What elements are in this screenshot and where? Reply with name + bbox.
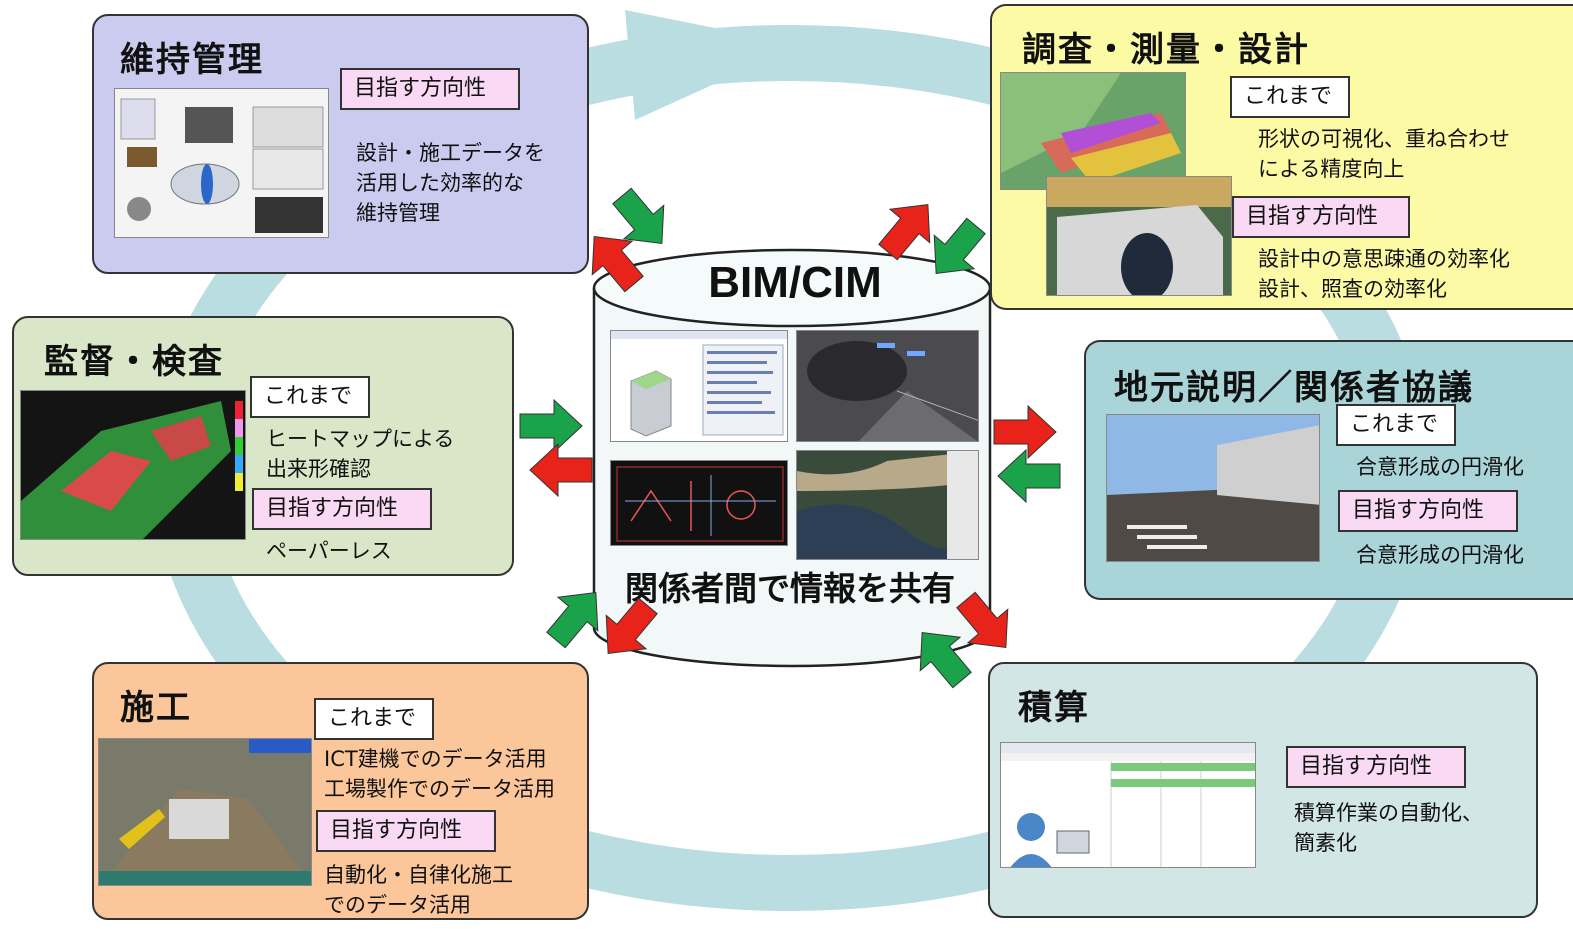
local-current-label: これまで	[1336, 404, 1456, 446]
arrow-in-inspection	[519, 399, 583, 453]
estimation-aim-label: 目指す方向性	[1286, 746, 1466, 788]
bim-caption: 関係者間で情報を共有	[625, 569, 955, 608]
estimation-aim-text: 積算作業の自動化、 簡素化	[1294, 801, 1483, 855]
inspection-current-text: ヒートマップによる 出来形確認	[266, 427, 455, 481]
software-window-image	[610, 330, 788, 442]
survey-current-text: 形状の可視化、重ね合わせ による精度向上	[1258, 127, 1510, 181]
maintenance-aim-text: 設計・施工データを 活用した効率的な 維持管理	[356, 141, 545, 225]
survey-current-label: これまで	[1230, 76, 1350, 118]
construction-aim-text: 自動化・自律化施工 でのデータ活用	[324, 863, 513, 917]
arrow-in-estimation	[901, 615, 983, 698]
panel-survey-title: 調査・測量・設計	[1022, 30, 1310, 70]
survey-aim-text: 設計中の意思疎通の効率化 設計、照査の効率化	[1258, 247, 1510, 301]
construction-site-image	[98, 738, 312, 886]
survey-tunnel-image	[1046, 176, 1232, 296]
panel-inspection-title: 監督・検査	[44, 342, 224, 382]
pointcloud-image	[796, 330, 979, 442]
inspection-current-label: これまで	[250, 376, 370, 418]
maintenance-aim-label: 目指す方向性	[340, 68, 520, 110]
panel-local-title: 地元説明／関係者協議	[1114, 368, 1474, 408]
local-aim-text: 合意形成の円滑化	[1356, 543, 1524, 567]
panel-estimation-title: 積算	[1018, 688, 1090, 728]
arrow-out-construction	[587, 588, 669, 671]
aerial-map-image	[796, 450, 979, 560]
panel-maintenance-title: 維持管理	[120, 40, 264, 80]
local-street-image	[1106, 414, 1320, 562]
estimation-software-image	[1000, 742, 1256, 868]
local-aim-label: 目指す方向性	[1338, 490, 1518, 532]
arrow-in-construction	[535, 575, 617, 658]
panel-construction-title: 施工	[120, 688, 192, 728]
arrow-in-local	[997, 449, 1061, 503]
maintenance-collage-image	[114, 88, 329, 238]
construction-current-label: これまで	[314, 698, 434, 740]
cad-drawings-image	[610, 460, 788, 546]
local-current-text: 合意形成の円滑化	[1356, 455, 1524, 479]
bim-title: BIM/CIM	[708, 258, 882, 307]
arrow-out-inspection	[529, 443, 593, 497]
survey-aim-label: 目指す方向性	[1232, 196, 1410, 238]
arrow-out-local	[993, 405, 1057, 459]
construction-current-text: ICT建機でのデータ活用 工場製作でのデータ活用	[324, 747, 555, 801]
inspection-heatmap-image	[20, 390, 246, 540]
inspection-aim-text: ペーパーレス	[266, 539, 392, 563]
construction-aim-label: 目指す方向性	[316, 810, 496, 852]
arrow-out-estimation	[945, 582, 1027, 665]
survey-terrain-image	[1000, 72, 1186, 190]
inspection-aim-label: 目指す方向性	[252, 488, 432, 530]
